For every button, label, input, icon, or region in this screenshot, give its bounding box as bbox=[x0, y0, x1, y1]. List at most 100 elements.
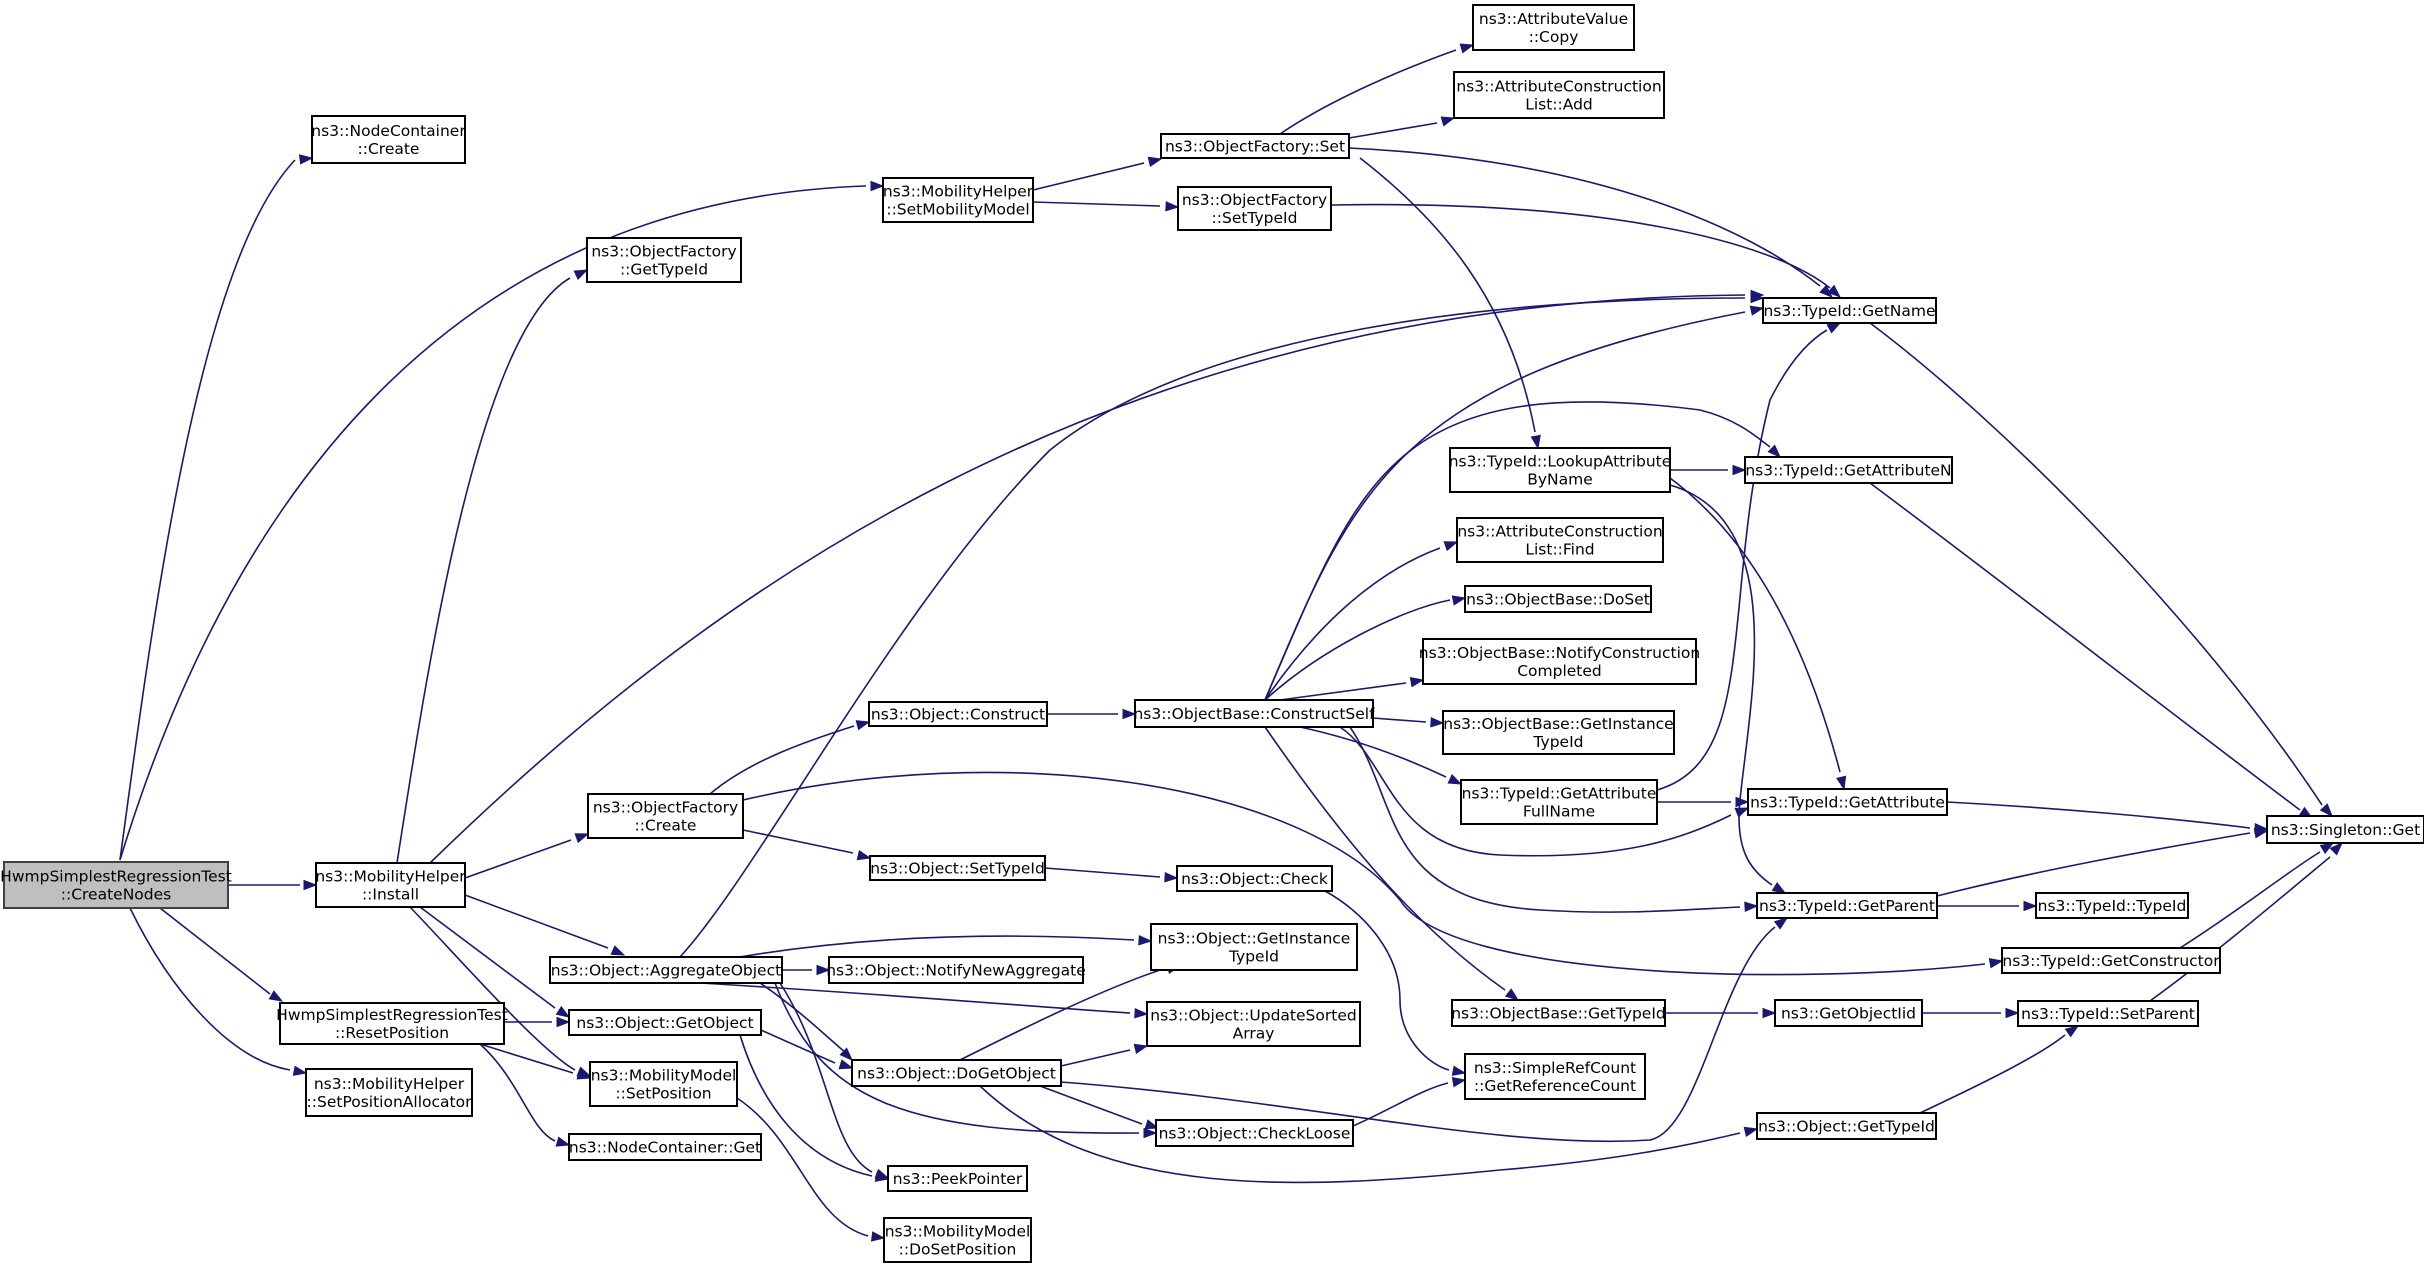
node-hwmp-reset[interactable]: HwmpSimplestRegressionTest::ResetPositio… bbox=[276, 1002, 508, 1045]
node-label-line-1: ns3::TypeId::TypeId bbox=[2038, 897, 2187, 915]
node-box bbox=[315, 862, 466, 908]
arrowhead-obj_gettypeid bbox=[1743, 1126, 1759, 1137]
arrowhead-obj_getinst bbox=[1138, 935, 1153, 946]
node-tid-getname[interactable]: ns3::TypeId::GetName bbox=[1762, 297, 1937, 324]
node-ob-constructself[interactable]: ns3::ObjectBase::ConstructSelf bbox=[1133, 699, 1375, 728]
node-label-line-1: ns3::NodeContainer::Get bbox=[569, 1139, 761, 1157]
node-singleton-get[interactable]: ns3::Singleton::Get bbox=[2266, 815, 2424, 844]
node-box bbox=[1744, 456, 1953, 484]
node-label-line-1: ns3::NodeContainer bbox=[311, 122, 466, 140]
node-label-line-1: ns3::TypeId::SetParent bbox=[2021, 1005, 2195, 1023]
edge-obj_gettypeid-to-tid_setparent bbox=[1919, 1034, 2066, 1114]
node-obj-notifynewagg[interactable]: ns3::Object::NotifyNewAggregate bbox=[826, 956, 1086, 984]
node-mm-dosetpos[interactable]: ns3::MobilityModel::DoSetPosition bbox=[883, 1217, 1032, 1263]
node-label-line-1: ns3::Object::GetObject bbox=[576, 1014, 753, 1032]
node-peekpointer[interactable]: ns3::PeekPointer bbox=[887, 1165, 1028, 1192]
node-label-line-1: ns3::Object::AggregateObject bbox=[551, 962, 781, 980]
edge-ob_constructself-to-tid_getattr bbox=[1339, 726, 1732, 857]
node-obj-settypeid[interactable]: ns3::Object::SetTypeId bbox=[869, 855, 1046, 881]
arrowhead-ob_constructself bbox=[1122, 708, 1137, 720]
node-tid-getctor[interactable]: ns3::TypeId::GetConstructor bbox=[2001, 947, 2221, 974]
node-box bbox=[1456, 517, 1664, 563]
node-label-line-2: ::SetMobilityModel bbox=[886, 201, 1029, 219]
edge-of_create-to-tid_getctor bbox=[742, 771, 1986, 976]
node-box bbox=[586, 237, 742, 283]
edge-mh_install-to-mm_setpos bbox=[409, 906, 576, 1071]
node-obj-check[interactable]: ns3::Object::Check bbox=[1176, 865, 1333, 892]
node-tid-getparent[interactable]: ns3::TypeId::GetParent bbox=[1756, 892, 1938, 919]
node-of-gettypeid[interactable]: ns3::ObjectFactory::GetTypeId bbox=[586, 237, 742, 283]
edge-tid_getattrn-to-singleton_get bbox=[1869, 482, 2301, 811]
node-root[interactable]: HwmpSimplestRegressionTest::CreateNodes bbox=[0, 861, 232, 909]
arrowhead-obj_updatesorted bbox=[1134, 1008, 1149, 1019]
node-tid-setparent[interactable]: ns3::TypeId::SetParent bbox=[2017, 1000, 2199, 1027]
node-label-line-2: ::Copy bbox=[1529, 28, 1579, 46]
node-tid-typeid[interactable]: ns3::TypeId::TypeId bbox=[2035, 892, 2189, 919]
node-nc-get[interactable]: ns3::NodeContainer::Get bbox=[568, 1133, 762, 1161]
node-mh-setmob[interactable]: ns3::MobilityHelper::SetMobilityModel bbox=[882, 177, 1034, 223]
node-tid-getattr[interactable]: ns3::TypeId::GetAttribute bbox=[1747, 788, 1948, 816]
node-mh-install[interactable]: ns3::MobilityHelper::Install bbox=[315, 862, 466, 908]
node-label-line-1: HwmpSimplestRegressionTest bbox=[0, 868, 232, 886]
node-box bbox=[1460, 779, 1658, 825]
edge-tid_getattr-to-singleton_get bbox=[1946, 801, 2251, 829]
arrowhead-peekpointer bbox=[874, 1171, 890, 1182]
node-label-line-1: ns3::Object::DoGetObject bbox=[857, 1065, 1056, 1083]
node-obj-construct[interactable]: ns3::Object::Construct bbox=[868, 701, 1048, 727]
node-label-line-2: ::SetTypeId bbox=[1212, 209, 1298, 227]
node-box bbox=[868, 701, 1048, 727]
node-box bbox=[1177, 186, 1332, 231]
node-getobjectiid[interactable]: ns3::GetObjectIid bbox=[1774, 999, 1923, 1027]
node-ob-gettypeid[interactable]: ns3::ObjectBase::GetTypeId bbox=[1451, 999, 1666, 1027]
node-obj-dogetobject[interactable]: ns3::Object::DoGetObject bbox=[851, 1059, 1062, 1087]
node-of-settypeid[interactable]: ns3::ObjectFactory::SetTypeId bbox=[1177, 186, 1332, 231]
node-obj-checkloose[interactable]: ns3::Object::CheckLoose bbox=[1155, 1119, 1354, 1147]
arrowhead-obj_checkloose bbox=[1144, 1119, 1160, 1130]
edge-obj_dogetobject-to-obj_checkloose bbox=[1039, 1085, 1143, 1125]
arrowhead-mm_dosetpos bbox=[870, 1231, 886, 1242]
node-label-line-2: ::SetPositionAllocator bbox=[307, 1093, 473, 1111]
node-ob-doset[interactable]: ns3::ObjectBase::DoSet bbox=[1464, 585, 1652, 613]
node-of-set[interactable]: ns3::ObjectFactory::Set bbox=[1160, 133, 1350, 159]
node-nc-create[interactable]: ns3::NodeContainer::Create bbox=[311, 115, 466, 164]
edge-root-to-nc_create bbox=[119, 159, 296, 861]
arrowhead-obj_check bbox=[1164, 872, 1179, 883]
edge-of_create-to-obj_construct bbox=[709, 725, 855, 795]
node-tid-getattrn[interactable]: ns3::TypeId::GetAttributeN bbox=[1744, 456, 1953, 484]
edge-obj_aggregate-to-obj_updatesorted bbox=[699, 982, 1131, 1014]
node-box bbox=[2266, 815, 2424, 844]
node-label-line-1: ns3::ObjectBase::NotifyConstruction bbox=[1419, 644, 1700, 662]
node-obj-aggregate[interactable]: ns3::Object::AggregateObject bbox=[549, 956, 783, 984]
edge-root-to-mh_setpos bbox=[129, 907, 291, 1071]
node-mm-setpos[interactable]: ns3::MobilityModel::SetPosition bbox=[589, 1061, 738, 1107]
arrowhead-acl_find bbox=[1443, 541, 1459, 552]
node-label-line-1: ns3::ObjectBase::DoSet bbox=[1466, 591, 1650, 609]
node-label-line-1: ns3::Object::Check bbox=[1181, 870, 1328, 888]
edge-ob_constructself-to-tid_getattrn bbox=[1264, 401, 1771, 701]
node-label-line-1: ns3::TypeId::GetAttribute bbox=[1750, 794, 1945, 812]
node-obj-getobject[interactable]: ns3::Object::GetObject bbox=[568, 1009, 762, 1036]
arrowhead-hwmp_reset bbox=[268, 990, 284, 1002]
arrowhead-obj_aggregate bbox=[610, 945, 626, 956]
node-mh-setpos[interactable]: ns3::MobilityHelper::SetPositionAllocato… bbox=[305, 1068, 473, 1117]
edge-of_set-to-tid_lookup bbox=[1359, 157, 1536, 433]
arrowhead-nc_create bbox=[298, 154, 314, 165]
node-of-create[interactable]: ns3::ObjectFactory::Create bbox=[587, 793, 744, 839]
arrowhead-obj_getobject bbox=[556, 1016, 571, 1028]
node-attrval-copy[interactable]: ns3::AttributeValue::Copy bbox=[1472, 4, 1635, 51]
node-box bbox=[1453, 71, 1665, 119]
edge-ob_constructself-to-tid_getattrfull bbox=[1299, 726, 1447, 778]
node-ob-notify[interactable]: ns3::ObjectBase::NotifyConstructionCompl… bbox=[1419, 638, 1700, 685]
node-box bbox=[311, 115, 466, 164]
node-obj-gettypeid[interactable]: ns3::Object::GetTypeId bbox=[1756, 1112, 1937, 1140]
node-label-line-2: List::Add bbox=[1525, 96, 1593, 114]
arrowhead-tid_getattrn bbox=[1732, 464, 1747, 476]
node-srf-getref[interactable]: ns3::SimpleRefCount::GetReferenceCount bbox=[1464, 1053, 1646, 1100]
